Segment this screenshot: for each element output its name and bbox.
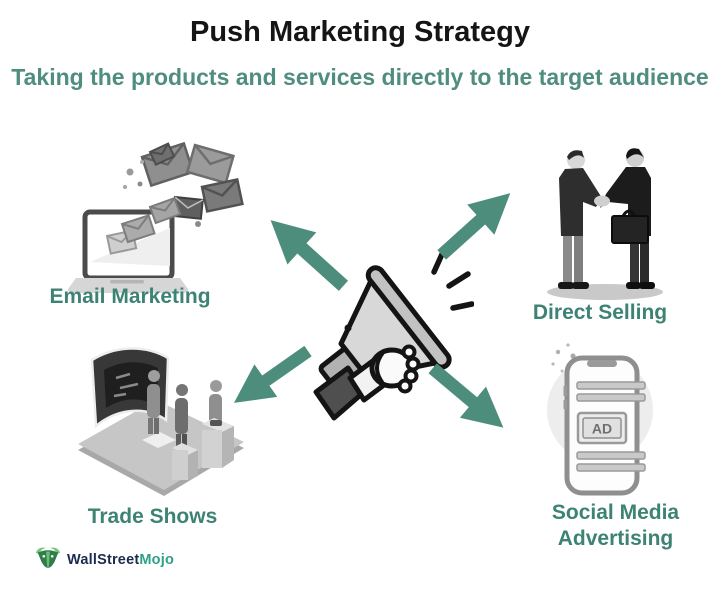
arrow-bottom-left-icon	[233, 345, 312, 403]
megaphone-icon	[313, 249, 474, 421]
label-email-marketing: Email Marketing	[49, 285, 211, 308]
page-title: Push Marketing Strategy	[189, 16, 531, 48]
arrow-top-right-icon	[437, 193, 511, 260]
logo-text-wallstreet: WallStreet	[67, 552, 140, 568]
label-social-line2: Advertising	[557, 526, 674, 550]
ad-text: AD	[592, 421, 612, 437]
label-social-line1: Social Media	[551, 501, 680, 524]
handshake-icon	[547, 148, 663, 300]
laptop-emails-icon	[67, 141, 244, 293]
logo-text-mojo: Mojo	[139, 552, 174, 568]
wallstreetmojo-logo: WallStreetMojo	[34, 545, 174, 575]
label-trade-shows: Trade Shows	[87, 505, 218, 528]
label-social-media-advertising: Social Media Advertising	[523, 500, 708, 551]
bull-icon	[35, 547, 61, 568]
trade-show-booth-icon	[78, 347, 244, 496]
label-direct-selling: Direct Selling	[532, 301, 668, 324]
phone-ad-icon: AD	[547, 343, 653, 496]
arrow-top-left-icon	[270, 220, 349, 291]
page-subtitle: Taking the products and services directl…	[11, 64, 709, 90]
arrow-bottom-right-icon	[428, 363, 504, 428]
